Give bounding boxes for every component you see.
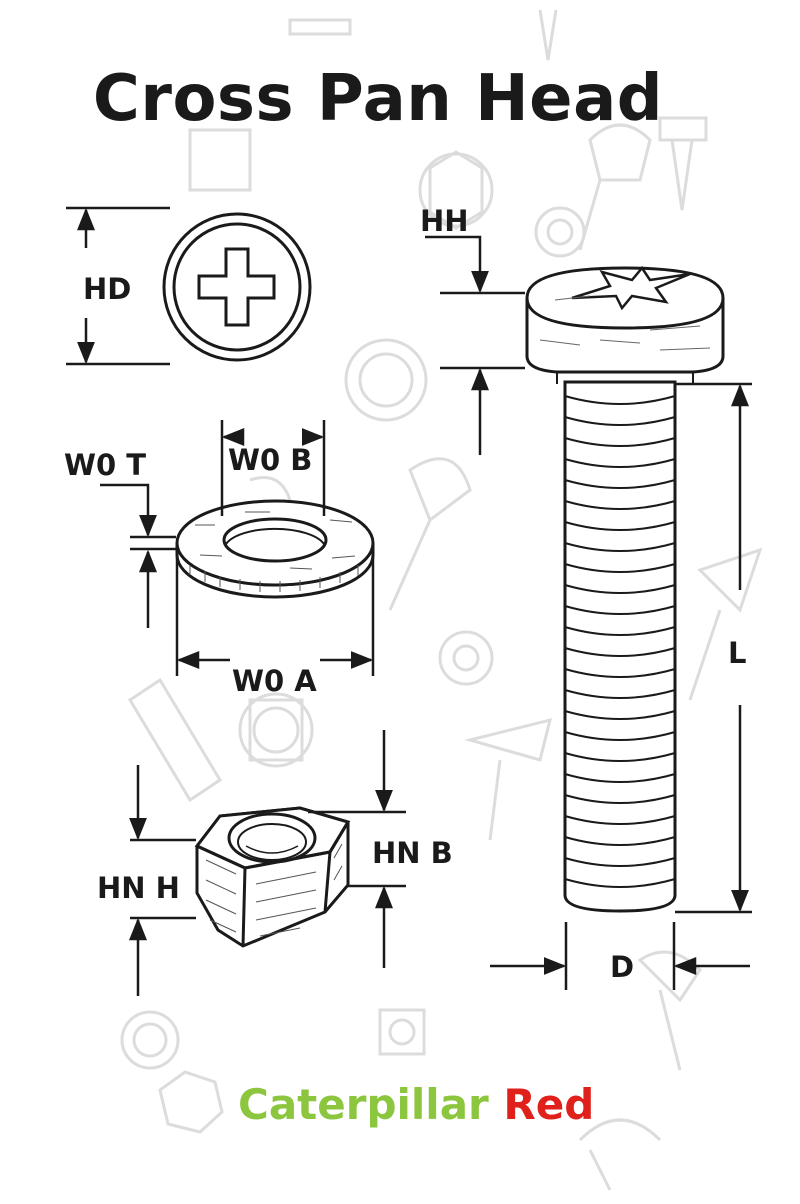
label-w0a: W0 A [232, 664, 317, 698]
head-top-view [162, 212, 312, 362]
label-w0b: W0 B [228, 443, 313, 477]
label-hnb: HN B [372, 836, 453, 870]
washer [175, 499, 375, 599]
label-l: L [728, 636, 747, 670]
washer-dimensions [100, 420, 375, 676]
brand-logo: Caterpillar Red [238, 1080, 594, 1129]
label-d: D [610, 950, 635, 984]
screw-dimensions [425, 235, 752, 990]
nut-dimensions [129, 730, 406, 996]
hd-dimension [66, 206, 170, 366]
brand-name-part2: Red [503, 1080, 595, 1129]
label-hnh: HN H [97, 871, 180, 905]
page-title: Cross Pan Head [92, 62, 664, 136]
hex-nut [194, 806, 351, 948]
brand-name-part1: Caterpillar [238, 1080, 489, 1129]
background-hardware-pattern [120, 9, 763, 1191]
label-w0t: W0 T [64, 448, 147, 482]
screw [525, 265, 725, 913]
label-hh: HH [420, 204, 469, 238]
label-hd: HD [83, 272, 132, 306]
